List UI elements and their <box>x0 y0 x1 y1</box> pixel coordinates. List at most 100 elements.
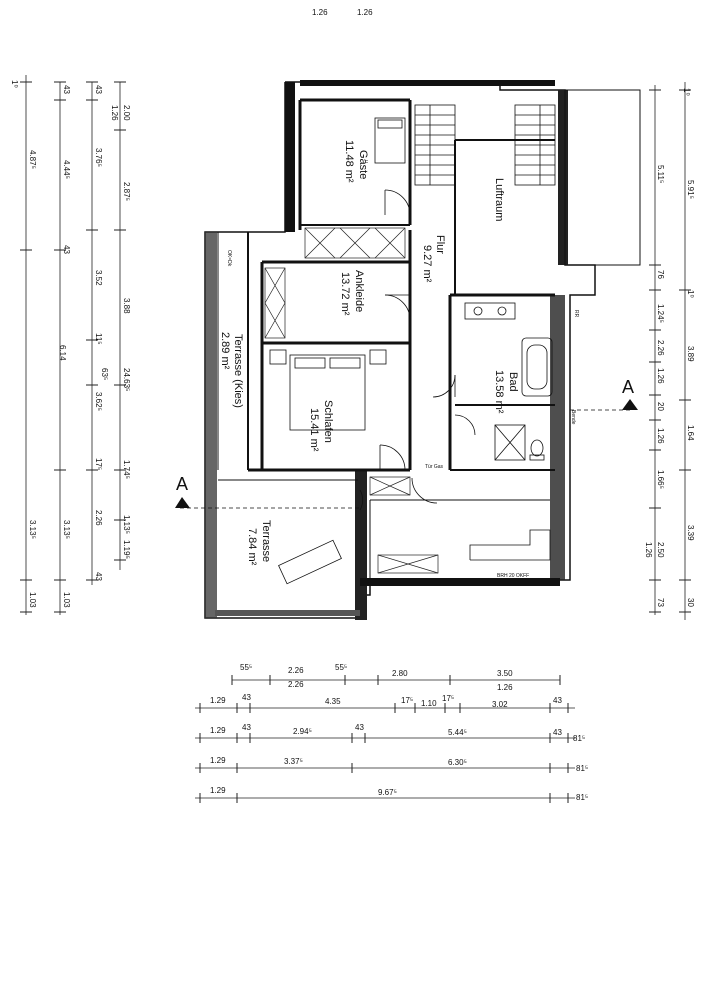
section-mark-left: A <box>176 474 188 494</box>
section-mark-right: A <box>622 377 634 397</box>
left-dim: 43 <box>62 85 71 94</box>
right-dim: 2.50 <box>656 542 665 558</box>
left-dim: 24.63⁵ <box>122 368 131 391</box>
room-name-terrasse: Terrasse <box>260 520 272 562</box>
bottom-dim: 43 <box>242 693 251 702</box>
room-labels: Gäste 11.48 m² Flur 9.27 m² Luftraum Ank… <box>219 140 579 579</box>
toilet-icon <box>530 439 544 457</box>
left-dim: 2.87⁵ <box>122 182 131 201</box>
left-dim: 1.03 <box>62 592 71 608</box>
right-dim: 1.26 <box>644 542 653 558</box>
left-dim: 1.26 <box>110 105 119 121</box>
room-name-terrasse-kies: Terrasse (Kies) <box>232 334 244 408</box>
section-line <box>180 409 630 509</box>
bottom-dim: 81⁵ <box>573 734 585 743</box>
top-label-2: 1.26 <box>357 8 373 17</box>
room-area-bad: 13.58 m² <box>493 370 505 414</box>
room-area-schlafen: 15.41 m² <box>308 408 320 452</box>
bottom-dim: 81⁵ <box>576 793 588 802</box>
bottom-dim: 43 <box>553 728 562 737</box>
left-dim: 6.14 <box>58 345 67 361</box>
left-dim: 43 <box>62 245 71 254</box>
left-dim: 1.03 <box>28 592 37 608</box>
shower-icon <box>494 424 526 461</box>
right-dim: 1.26 <box>656 428 665 444</box>
bottom-dimension-chains <box>195 675 575 803</box>
label-brh: BRH 20 OKFF <box>497 573 529 579</box>
counter-icon <box>469 529 551 561</box>
right-dim: 30 <box>686 598 695 607</box>
bottom-dim: 81⁵ <box>576 764 588 773</box>
bottom-dim: 17⁵ <box>442 694 454 703</box>
room-name-bad: Bad <box>507 372 519 392</box>
left-dim: 1⁰ <box>10 80 19 88</box>
label-rr: RR <box>573 310 579 318</box>
left-dimension-chains <box>20 75 126 615</box>
left-dim: 2.00 <box>122 105 131 121</box>
bottom-dim: 1.26 <box>497 683 513 692</box>
top-label-1: 1.26 <box>312 8 328 17</box>
left-dim: 3.76⁵ <box>94 148 103 167</box>
left-dim: 3.62⁵ <box>94 392 103 411</box>
left-dim: 1.13⁵ <box>122 515 131 534</box>
bottom-dim: 2.26 <box>288 680 304 689</box>
bottom-dimension-labels: 55⁵ 2.26 55⁵ 2.80 3.50 2.26 1.26 1.29 43… <box>210 663 588 802</box>
building-walls <box>204 80 641 620</box>
bottom-dim: 55⁵ <box>240 663 252 672</box>
bottom-dim: 9.67⁵ <box>378 788 397 797</box>
bottom-dim: 1.29 <box>210 696 226 705</box>
left-dim: 3.52 <box>94 270 103 286</box>
double-bed-icon <box>289 354 366 431</box>
room-area-terrasse-kies: 2.89 m² <box>219 332 231 370</box>
left-dim: 63⁵ <box>100 368 109 380</box>
bottom-dim: 43 <box>355 723 364 732</box>
right-dim: 73 <box>656 598 665 607</box>
door-swings <box>359 189 476 511</box>
sun-lounger-icon <box>278 539 342 585</box>
right-dim: 76 <box>656 270 665 279</box>
bottom-dim: 1.29 <box>210 756 226 765</box>
right-dim: 1.24⁵ <box>656 304 665 323</box>
washbasin-icon <box>464 302 516 320</box>
room-area-ankleide: 13.72 m² <box>339 272 351 316</box>
bottom-dim: 3.02 <box>492 700 508 709</box>
bottom-dim: 3.37⁵ <box>284 757 303 766</box>
room-name-schlafen: Schlafen <box>322 400 334 443</box>
bottom-dim: 2.80 <box>392 669 408 678</box>
furniture <box>269 117 553 585</box>
right-dimension-chains <box>649 82 691 620</box>
bottom-dim: 1.29 <box>210 786 226 795</box>
bottom-dim: 1.10 <box>421 699 437 708</box>
room-name-gaeste: Gäste <box>357 150 369 179</box>
door-label: Tür Gas <box>425 464 444 470</box>
label-bende: Bende <box>570 410 576 425</box>
right-dimension-labels: 1⁰ 5.11⁵ 76 1.24⁵ 2.26 1.26 20 1.26 1.66… <box>644 88 695 607</box>
left-dim: 1.19⁵ <box>122 540 131 559</box>
left-dim: 4.87⁵ <box>28 150 37 169</box>
bottom-dim: 6.30⁵ <box>448 758 467 767</box>
right-dim: 3.89 <box>686 346 695 362</box>
section-markers: A A <box>175 377 638 508</box>
left-dim: 4.44⁵ <box>62 160 71 179</box>
left-dim: 2.26 <box>94 510 103 526</box>
right-dim: 1.64 <box>686 425 695 441</box>
bottom-dim: 43 <box>242 723 251 732</box>
left-dimension-labels: 1⁰ 4.87⁵ 3.13⁵ 1.03 43 4.44⁵ 43 3.13⁵ 1.… <box>10 80 131 608</box>
bathtub-icon <box>521 337 553 397</box>
bottom-dim: 1.29 <box>210 726 226 735</box>
right-dim: 5.11⁵ <box>656 165 665 183</box>
bottom-dim: 2.26 <box>288 666 304 675</box>
section-arrow-icon <box>175 497 190 508</box>
left-dim: 11⁵ <box>94 333 103 345</box>
staircase <box>414 104 556 186</box>
left-dim: 1.74⁵ <box>122 460 131 479</box>
left-dim: 3.13⁵ <box>62 520 71 539</box>
bottom-dim: 43 <box>553 696 562 705</box>
room-area-flur: 9.27 m² <box>421 245 433 283</box>
left-dim: 17⁵ <box>94 458 103 470</box>
right-dim: 1.66⁵ <box>656 470 665 489</box>
right-dim: 1⁰ <box>686 290 695 298</box>
right-dim: 5.91⁵ <box>686 180 695 199</box>
right-dim: 1⁰ <box>682 88 691 96</box>
left-dim: 3.88 <box>122 298 131 314</box>
